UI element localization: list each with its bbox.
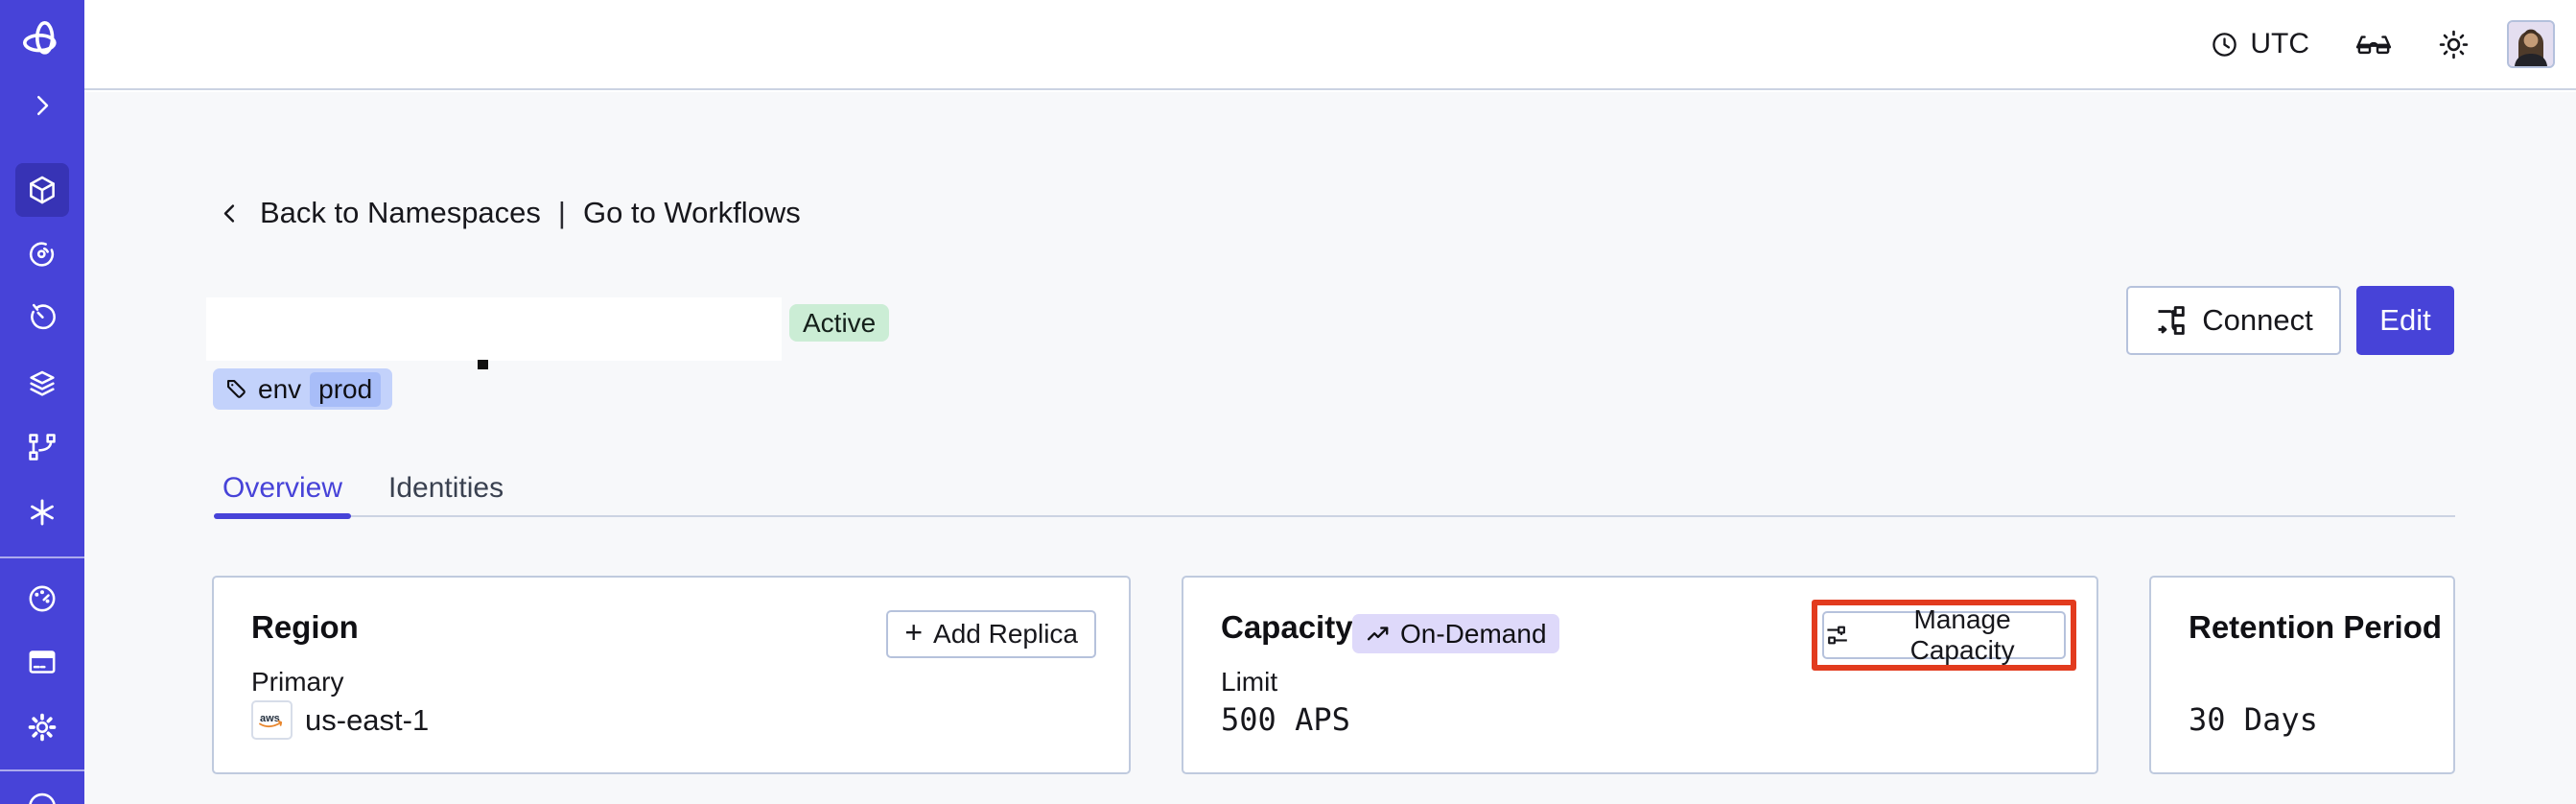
sliders-icon (1827, 626, 1847, 645)
sidebar-item-usage[interactable] (15, 572, 69, 626)
labs-toggle[interactable] (2354, 30, 2393, 59)
gear-icon (28, 713, 57, 742)
sidebar-divider (0, 556, 84, 558)
timer-icon (31, 303, 56, 330)
tag-icon (226, 379, 246, 398)
region-field-label: Primary (251, 667, 344, 697)
connect-label: Connect (2202, 303, 2313, 337)
retention-card: Retention Period 30 Days (2149, 576, 2455, 774)
layers-icon (30, 370, 55, 396)
capacity-field-label: Limit (1221, 667, 1278, 697)
timezone-label: UTC (2250, 28, 2309, 59)
add-replica-button[interactable]: + Add Replica (886, 610, 1096, 658)
chevron-left-icon[interactable] (217, 201, 243, 226)
sidebar-divider (0, 769, 84, 771)
capacity-card-title: Capacity (1221, 609, 1353, 645)
sun-icon (2439, 30, 2469, 59)
region-card: Region + Add Replica Primary aws us-east… (212, 576, 1131, 774)
topbar: UTC (84, 0, 2576, 90)
region-value-row: aws us-east-1 (251, 700, 429, 740)
edit-label: Edit (2379, 303, 2431, 337)
tag-value: prod (310, 371, 382, 407)
temporal-logo-icon (22, 20, 57, 55)
go-to-workflows-link[interactable]: Go to Workflows (582, 196, 801, 229)
sidebar-item-deployments[interactable] (15, 420, 69, 474)
theme-toggle[interactable] (2437, 28, 2471, 61)
avatar-image (2509, 22, 2553, 66)
asterisk-icon (31, 499, 54, 526)
trending-up-icon (1367, 626, 1389, 640)
capacity-value: 500 APS (1221, 701, 1350, 738)
retention-card-title: Retention Period (2189, 609, 2443, 645)
add-replica-label: Add Replica (933, 619, 1078, 649)
manage-capacity-button[interactable]: Manage Capacity (1822, 604, 2066, 665)
clock-icon (2213, 32, 2237, 57)
sidebar-item-namespaces[interactable] (15, 163, 69, 217)
glasses-icon (2355, 35, 2392, 55)
connect-icon (2158, 306, 2185, 335)
sidebar-item-workflows[interactable] (15, 226, 69, 280)
tab-bar: Overview Identities (214, 472, 2455, 519)
timezone-selector[interactable]: UTC (2210, 28, 2309, 60)
tag-key: env (258, 373, 302, 404)
retention-value: 30 Days (2189, 701, 2318, 738)
temporal-logo[interactable] (15, 13, 69, 67)
tab-identities[interactable]: Identities (380, 472, 512, 515)
tab-identities-label: Identities (388, 472, 504, 504)
redaction-artifact (478, 360, 488, 369)
sidebar-item-help[interactable] (15, 785, 69, 804)
gauge-icon (29, 585, 56, 612)
cube-icon (30, 176, 55, 204)
billing-card-icon (29, 650, 56, 674)
avatar[interactable] (2507, 20, 2555, 68)
chevron-right-icon (37, 96, 49, 115)
sidebar-item-batch[interactable] (15, 357, 69, 411)
capacity-card: Capacity On-Demand Manage Capacity Limit… (1182, 576, 2098, 774)
status-badge: Active (789, 304, 890, 342)
red-annotation-box: Manage Capacity (1812, 600, 2076, 671)
tab-overview-label: Overview (222, 472, 343, 504)
tab-overview[interactable]: Overview (214, 472, 352, 519)
sidebar-item-billing[interactable] (15, 635, 69, 689)
spiral-icon (29, 242, 55, 267)
breadcrumb: Back to Namespaces | Go to Workflows (217, 196, 801, 230)
branch-icon (29, 434, 56, 461)
region-card-title: Region (251, 609, 359, 645)
aws-provider-badge: aws (251, 700, 293, 740)
main-content: Back to Namespaces | Go to Workflows Act… (84, 92, 2576, 804)
namespace-tag-chip: env prod (213, 368, 393, 410)
plus-icon: + (904, 615, 924, 650)
breadcrumb-separator: | (557, 196, 566, 229)
ondemand-label: On-Demand (1400, 618, 1547, 649)
sidebar-expand-button[interactable] (15, 79, 69, 132)
region-value: us-east-1 (305, 702, 430, 737)
active-tab-underline (214, 513, 352, 519)
ondemand-badge: On-Demand (1352, 614, 1559, 653)
connect-button[interactable]: Connect (2126, 286, 2341, 355)
sidebar-item-schedules[interactable] (15, 290, 69, 343)
help-circle-icon (29, 792, 56, 804)
aws-logo-icon: aws (259, 713, 283, 727)
namespace-title-redacted (206, 297, 782, 361)
svg-text:aws: aws (260, 713, 280, 724)
manage-capacity-label: Manage Capacity (1909, 604, 2015, 665)
edit-button[interactable]: Edit (2356, 286, 2454, 355)
sidebar (0, 0, 84, 804)
back-to-namespaces-link[interactable]: Back to Namespaces (260, 196, 541, 229)
sidebar-item-nexus[interactable] (15, 485, 69, 539)
sidebar-item-settings[interactable] (15, 700, 69, 754)
